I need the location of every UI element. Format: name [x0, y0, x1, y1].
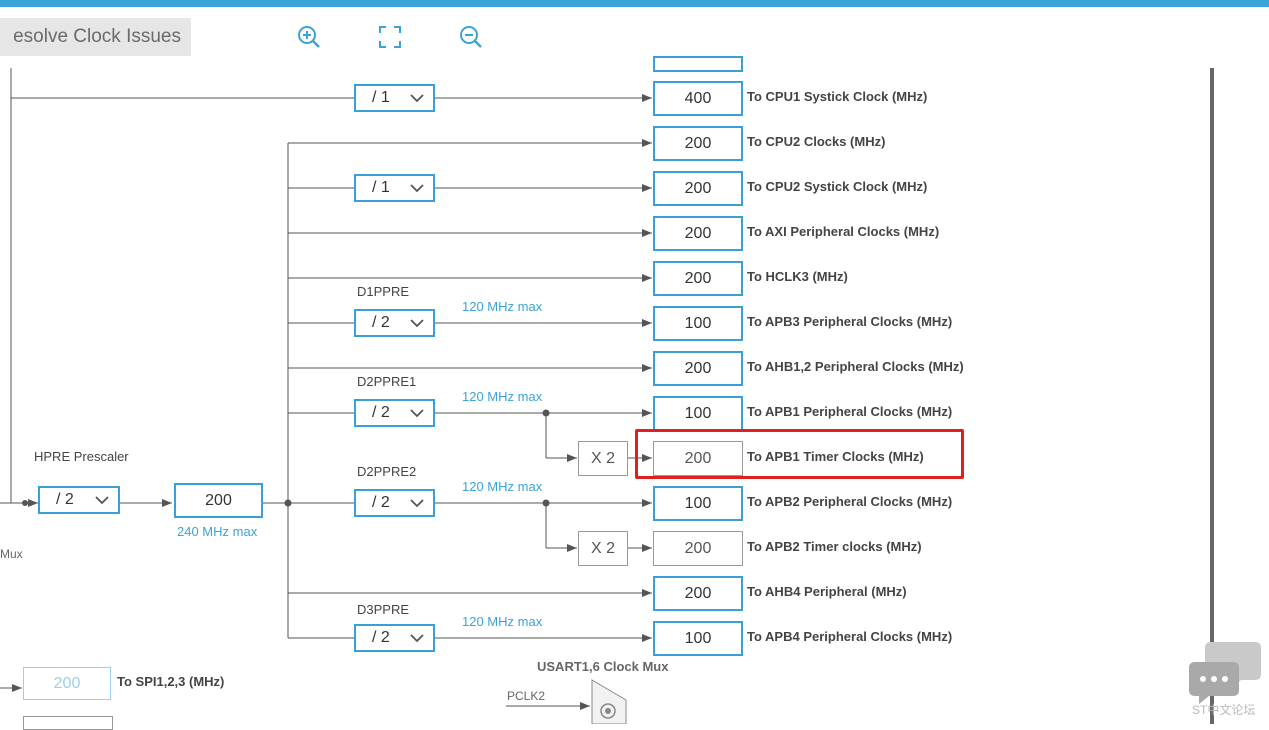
d3ppre-select[interactable]: / 2	[354, 624, 435, 652]
output-label-apb4-peripheral: To APB4 Peripheral Clocks (MHz)	[747, 629, 953, 644]
output-label-ahb4-peripheral: To AHB4 Peripheral (MHz)	[747, 584, 907, 599]
output-label-cpu1-systick: To CPU1 Systick Clock (MHz)	[747, 89, 928, 104]
output-label-cpu2-clocks: To CPU2 Clocks (MHz)	[747, 134, 886, 149]
d2ppre1-label: D2PPRE1	[357, 374, 417, 389]
spi123-label: To SPI1,2,3 (MHz)	[117, 674, 225, 689]
vertical-scrollbar[interactable]	[1210, 68, 1214, 724]
chevron-down-icon	[410, 499, 424, 508]
output-label-apb1-peripheral: To APB1 Peripheral Clocks (MHz)	[747, 404, 953, 419]
output-label-hclk3: To HCLK3 (MHz)	[747, 269, 848, 284]
top-accent-bar	[0, 0, 1269, 7]
output-value-ahb4-peripheral[interactable]: 200	[653, 576, 743, 611]
output-label-axi-peripheral: To AXI Peripheral Clocks (MHz)	[747, 224, 940, 239]
d2ppre1-max-label: 120 MHz max	[462, 389, 543, 404]
watermark-text: ST中文论坛	[1192, 703, 1256, 717]
hclk-value-box[interactable]: 200	[174, 483, 263, 518]
chevron-down-icon	[410, 319, 424, 328]
chevron-down-icon	[410, 184, 424, 193]
chevron-down-icon	[95, 496, 109, 505]
output-value-cpu2-clocks[interactable]: 200	[653, 126, 743, 161]
d3ppre-label: D3PPRE	[357, 602, 410, 617]
d2ppre2-max-label: 120 MHz max	[462, 479, 543, 494]
next-output-box-partial	[23, 716, 113, 730]
output-label-apb2-peripheral: To APB2 Peripheral Clocks (MHz)	[747, 494, 953, 509]
output-value-ahb12-peripheral[interactable]: 200	[653, 351, 743, 386]
apb2-timer-x2-multiplier: X 2	[578, 531, 628, 566]
chat-bubbles-icon	[1189, 642, 1261, 704]
output-value-apb4-peripheral[interactable]: 100	[653, 621, 743, 656]
output-label-cpu2-systick: To CPU2 Systick Clock (MHz)	[747, 179, 928, 194]
output-box-top-stub	[653, 56, 743, 72]
output-label-ahb12-peripheral: To AHB1,2 Peripheral Clocks (MHz)	[747, 359, 964, 374]
usart16-clock-mux-label: USART1,6 Clock Mux	[537, 659, 669, 674]
output-label-apb3-peripheral: To APB3 Peripheral Clocks (MHz)	[747, 314, 953, 329]
ahb-max-label: 240 MHz max	[177, 524, 258, 539]
zoom-out-icon[interactable]	[458, 24, 484, 50]
d2ppre2-select[interactable]: / 2	[354, 489, 435, 517]
hpre-prescaler-select[interactable]: / 2	[38, 486, 120, 514]
pclk2-label: PCLK2	[507, 689, 546, 703]
fit-screen-icon[interactable]	[377, 24, 403, 50]
d1ppre-select[interactable]: / 2	[354, 309, 435, 337]
chevron-down-icon	[410, 94, 424, 103]
d2ppre1-select[interactable]: / 2	[354, 399, 435, 427]
cpu1-systick-divider-select[interactable]: / 1	[354, 84, 435, 112]
zoom-in-icon[interactable]	[296, 24, 322, 50]
d3ppre-max-label: 120 MHz max	[462, 614, 543, 629]
output-label-apb2-timer: To APB2 Timer clocks (MHz)	[747, 539, 922, 554]
output-value-hclk3[interactable]: 200	[653, 261, 743, 296]
output-value-axi-peripheral[interactable]: 200	[653, 216, 743, 251]
chevron-down-icon	[410, 634, 424, 643]
mux-label-fragment: Mux	[0, 547, 23, 561]
chevron-down-icon	[410, 409, 424, 418]
d2ppre2-label: D2PPRE2	[357, 464, 417, 479]
output-value-apb2-peripheral[interactable]: 100	[653, 486, 743, 521]
output-value-cpu2-systick[interactable]: 200	[653, 171, 743, 206]
output-value-apb1-timer[interactable]: 200	[653, 441, 743, 476]
apb1-timer-x2-multiplier: X 2	[578, 441, 628, 476]
d1ppre-label: D1PPRE	[357, 284, 410, 299]
cpu2-systick-divider-select[interactable]: / 1	[354, 174, 435, 202]
output-value-cpu1-systick[interactable]: 400	[653, 81, 743, 116]
output-value-apb3-peripheral[interactable]: 100	[653, 306, 743, 341]
spi123-value-box[interactable]: 200	[23, 667, 111, 700]
hpre-prescaler-label: HPRE Prescaler	[34, 449, 129, 464]
output-value-apb2-timer[interactable]: 200	[653, 531, 743, 566]
apb1-timer-highlight-frame	[635, 429, 964, 479]
output-value-apb1-peripheral[interactable]: 100	[653, 396, 743, 431]
d1ppre-max-label: 120 MHz max	[462, 299, 543, 314]
output-label-apb1-timer: To APB1 Timer Clocks (MHz)	[747, 449, 924, 464]
resolve-clock-issues-button[interactable]: esolve Clock Issues	[0, 18, 191, 56]
